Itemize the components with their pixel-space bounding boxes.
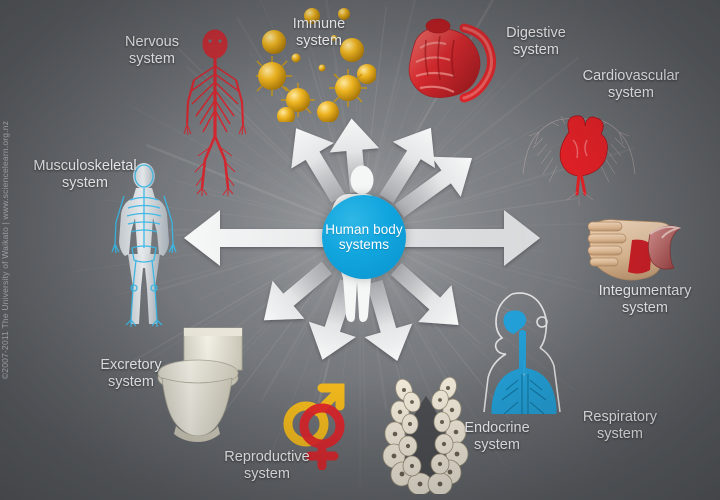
endocrine-gland-cells bbox=[382, 376, 469, 494]
skeleton-figure bbox=[111, 163, 177, 327]
center-node-human-body-systems[interactable]: Human body systems bbox=[322, 195, 406, 279]
male-female-symbols bbox=[283, 383, 345, 470]
center-node-label: Human body systems bbox=[325, 222, 403, 252]
nervous-system-figure bbox=[183, 29, 247, 196]
label-respiratory-system[interactable]: Respiratory system bbox=[582, 409, 658, 442]
label-integumentary-system[interactable]: Integumentary system bbox=[598, 283, 692, 316]
copyright-text: ©2007-2011 The University of Waikato | w… bbox=[0, 120, 11, 380]
label-reproductive-system[interactable]: Reproductive system bbox=[224, 449, 310, 482]
label-musculoskeletal-system[interactable]: Musculoskeletal system bbox=[33, 158, 137, 191]
label-digestive-system[interactable]: Digestive system bbox=[506, 25, 566, 58]
intestines bbox=[408, 18, 496, 103]
label-cardiovascular-system[interactable]: Cardiovascular system bbox=[582, 68, 680, 101]
copyright-notice: ©2007-2011 The University of Waikato | w… bbox=[0, 0, 12, 500]
label-endocrine-system[interactable]: Endocrine system bbox=[464, 420, 530, 453]
toilet bbox=[157, 327, 243, 442]
hand-with-skin-flap bbox=[588, 219, 682, 281]
heart-and-vessels bbox=[522, 115, 636, 206]
label-immune-system[interactable]: Immune system bbox=[292, 16, 346, 49]
label-excretory-system[interactable]: Excretory system bbox=[100, 357, 162, 390]
label-nervous-system[interactable]: Nervous system bbox=[125, 34, 179, 67]
immune-cells bbox=[256, 8, 376, 122]
lungs-outline bbox=[483, 292, 561, 414]
